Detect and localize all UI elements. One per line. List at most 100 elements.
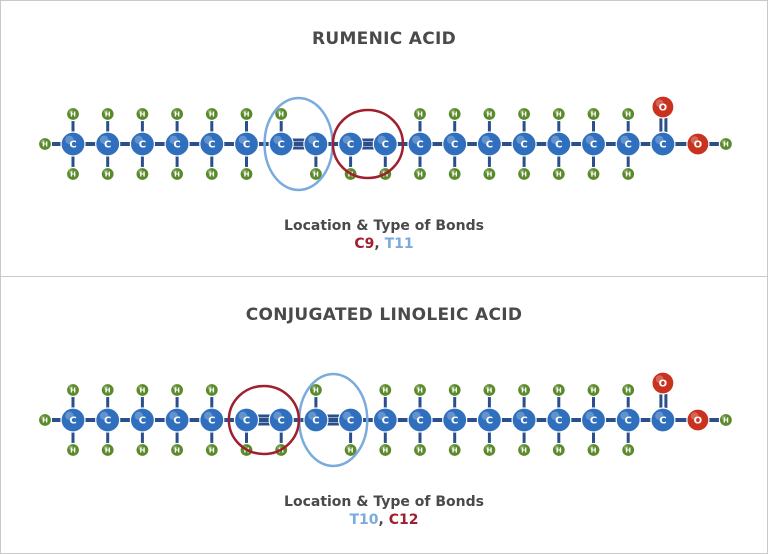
hydrogen-atom-circle [378,442,393,458]
carbon-atom-label: C [520,140,527,151]
molecule-title: CONJUGATED LINOLEIC ACID [245,305,523,325]
hydrogen-atom-circle [65,382,81,398]
hydrogen-atom-shine [623,445,629,450]
hydrogen-atom-shine [485,445,490,450]
hydrogen-atom: H [274,106,289,122]
carbon-atom-shine [620,411,629,420]
hydrogen-atom-label: H [521,171,527,179]
hydrogen-atom: H [239,166,254,182]
carbon-atom-shine [585,411,595,420]
hydrogen-atom: H [447,106,462,122]
hydrogen-atom-label: H [417,111,423,119]
hydrogen-atom-circle [551,106,566,122]
hydrogen-atom-shine [138,385,143,390]
hydrogen-atom-circle [100,166,115,182]
hydrogen-atom-label: H [70,387,76,395]
hydrogen-atom-label: H [382,447,388,455]
cis-bond-ring [227,384,301,456]
hydrogen-atom: H [621,442,636,458]
oxygen-atom: O [686,132,710,156]
hydrogen-atom-label: H [105,171,111,179]
hydrogen-atom-shine [172,109,178,114]
hydrogen-atom-shine [721,139,727,144]
hydrogen-atom-label: H [174,171,180,179]
hydrogen-atom-label: H [723,417,729,425]
carbon-atom: C [511,407,537,433]
oxygen-atom-label: O [659,379,668,390]
hydrogen-atom-shine [138,109,143,114]
hydrogen-atom-label: H [625,387,631,395]
carbon-atom: C [303,131,329,157]
hydrogen-atom-circle [516,166,532,182]
hydrogen-atom-shine [623,385,629,390]
hydrogen-atom: H [551,382,566,398]
hydrogen-atom-circle [551,166,566,182]
hydrogen-atom-shine [450,169,456,174]
hydrogen-atom-shine [485,109,490,114]
hydrogen-atom-shine [519,385,525,390]
hydrogen-atom-circle [586,166,601,182]
hydrogen-atom: H [586,442,601,458]
hydrogen-atom-circle [412,382,428,398]
bond-separator: , [374,236,380,252]
hydrogen-atom: H [135,382,150,398]
bond-2-label: T11 [384,236,414,252]
hydrogen-atom-circle [621,166,636,182]
hydrogen-atom-shine [207,169,213,174]
carbon-atom: C [129,407,155,433]
carbon-atom-circle [129,131,155,157]
carbon-atom-shine [99,135,109,144]
hydrogen-atom: H [482,382,497,398]
hydrogen-atom-circle [447,382,462,398]
hydrogen-atom-shine [450,445,456,450]
hydrogen-atom-circle [412,442,428,458]
hydrogen-atom-label: H [174,111,180,119]
oxygen-atom-shine [655,375,664,383]
carbon-atom-shine [134,135,143,144]
oxygen-atom: O [651,95,675,119]
hydrogen-atom-circle [239,166,254,182]
hydrogen-atom: H [516,106,532,122]
hydrogen-atom: H [447,166,462,182]
hydrogen-atom-label: H [42,141,48,149]
hydrogen-atom: H [447,382,462,398]
carbon-atom-label: C [659,416,666,427]
carbon-atom-circle [60,131,86,157]
carbon-atom-label: C [416,416,423,427]
hydrogen-atom: H [239,106,254,122]
hydrogen-atom: H [516,442,532,458]
hydrogen-atom-circle [412,106,428,122]
carbon-atom-shine [585,135,595,144]
hydrogen-atom: H [516,166,532,182]
oxygen-atom-shine [690,412,699,420]
hydrogen-atom-circle [204,106,219,122]
carbon-atom: C [372,407,398,433]
carbon-atom-circle [407,407,433,433]
carbon-atom-shine [412,135,421,144]
hydrogen-atom-label: H [70,171,76,179]
carbon-atom-circle [338,407,364,433]
hydrogen-atom-shine [68,109,74,114]
hydrogen-atom-shine [450,109,456,114]
hydrogen-atom-circle [718,412,734,428]
hydrogen-atom-label: H [556,171,562,179]
hydrogen-atom-circle [239,106,254,122]
hydrogen-atom: H [551,106,566,122]
hydrogen-atom-label: H [591,447,597,455]
carbon-atom-shine [446,411,456,420]
carbon-atom-circle [233,131,260,157]
carbon-atom-label: C [625,416,632,427]
carbon-atom-label: C [312,140,319,151]
hydrogen-atom-shine [554,109,560,114]
carbon-atom-shine [516,411,525,420]
carbon-atom-label: C [243,416,250,427]
carbon-atom-shine [551,411,560,420]
carbon-atom-circle [546,131,572,157]
carbon-atom-label: C [555,416,562,427]
hydrogen-atom-label: H [625,111,631,119]
hydrogen-atom-label: H [556,111,562,119]
carbon-atom-circle [164,131,190,157]
hydrogen-atom-label: H [174,387,180,395]
carbon-atom: C [268,407,294,433]
